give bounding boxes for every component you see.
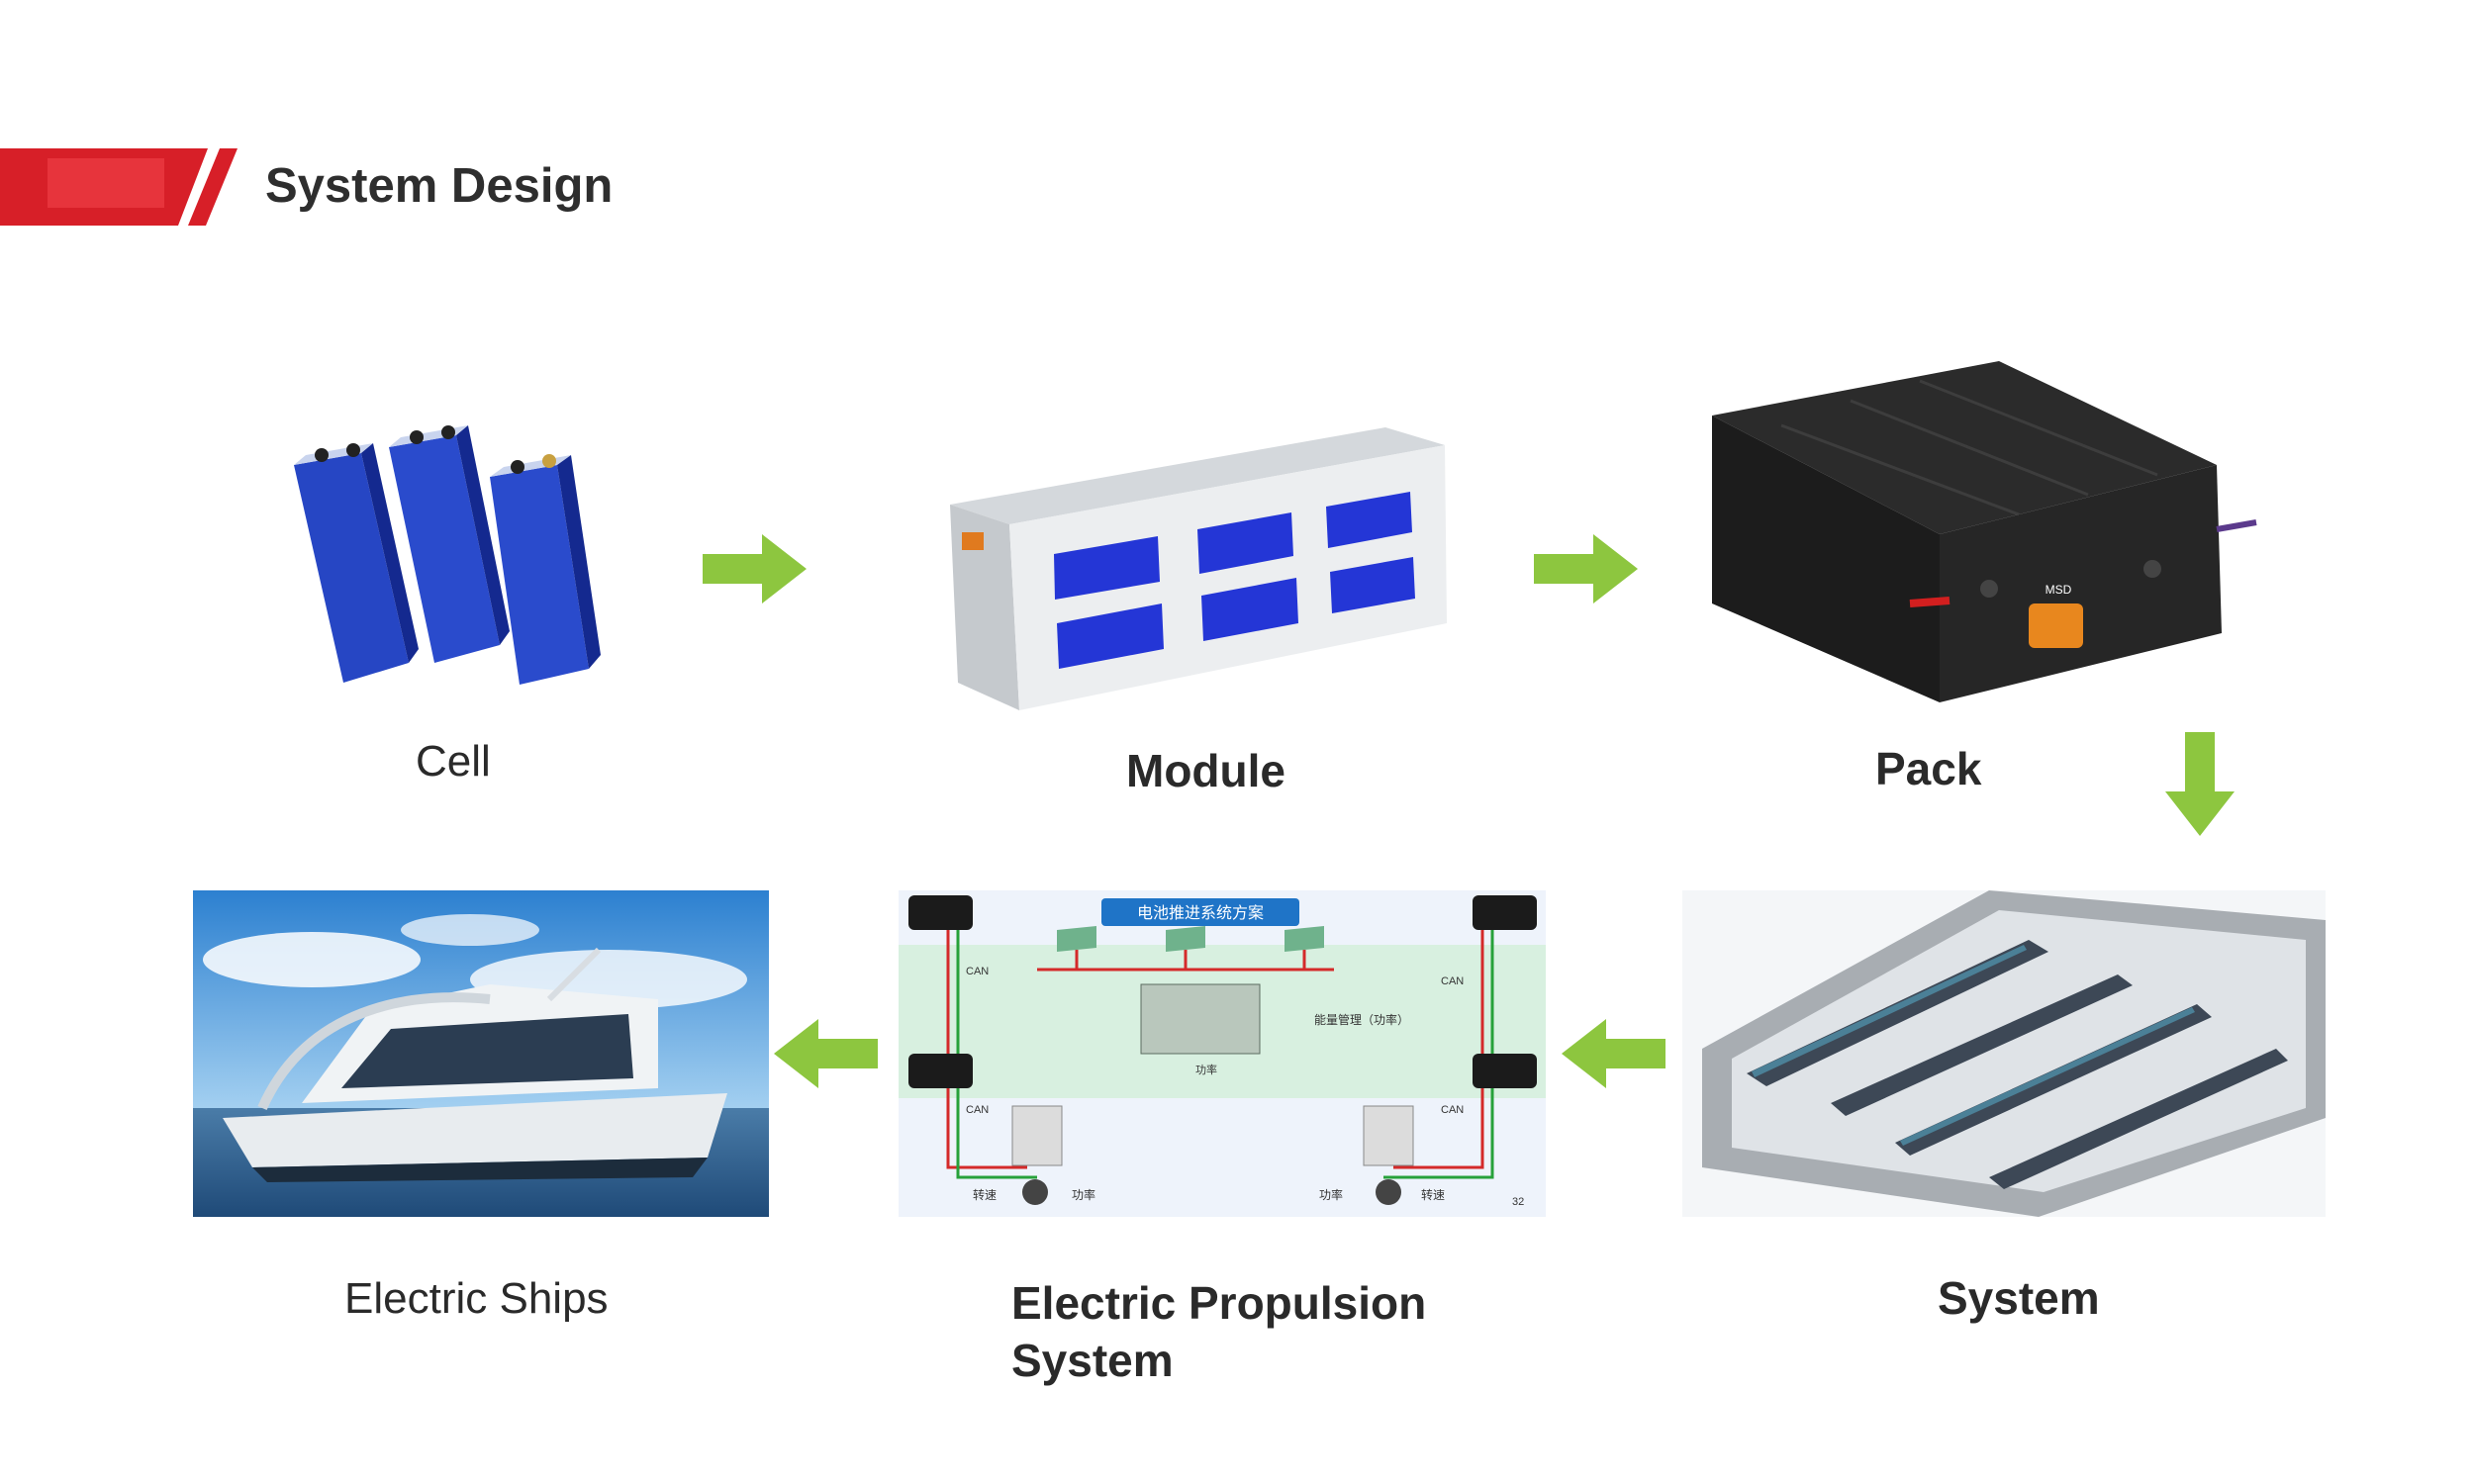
stage-label-propulsion-line2: System [1011, 1335, 1174, 1386]
stage-label-pack: Pack [1875, 743, 1982, 794]
can-label-3: CAN [966, 1104, 989, 1116]
arrow-right-icon [1534, 534, 1643, 608]
module-image [940, 425, 1455, 712]
can-label-1: CAN [966, 966, 989, 977]
arrow-down-icon [2165, 732, 2235, 841]
stage-label-system: System [1938, 1272, 2100, 1324]
system-image [1682, 890, 2326, 1217]
page-title: System Design [265, 159, 614, 213]
header-accent-bar [0, 148, 238, 226]
power-label-center: 功率 [1195, 1063, 1217, 1076]
diagram-page-number: 32 [1512, 1196, 1524, 1208]
can-label-2: CAN [1441, 975, 1464, 987]
stage-label-ships: Electric Ships [344, 1274, 609, 1323]
can-label-4: CAN [1441, 1104, 1464, 1116]
propulsion-diagram-title: 电池推进系统方案 [1137, 904, 1264, 922]
power-label-1: 功率 [1072, 1187, 1095, 1202]
energy-mgmt-label: 能量管理（功率） [1314, 1012, 1409, 1027]
propulsion-diagram-image: 电池推进系统方案 能量管理（功率） 功率 CAN CAN CAN CAN [899, 890, 1546, 1217]
electric-ship-image [193, 890, 769, 1217]
stage-label-cell: Cell [416, 737, 491, 786]
pack-image: MSD [1702, 356, 2276, 722]
arrow-left-icon [774, 1019, 883, 1093]
speed-label-1: 转速 [973, 1187, 997, 1202]
arrow-left-icon [1562, 1019, 1670, 1093]
stage-label-module: Module [1126, 745, 1285, 796]
pack-msd-label: MSD [2046, 583, 2072, 597]
speed-label-2: 转速 [1421, 1187, 1445, 1202]
cell-image [282, 425, 638, 712]
arrow-right-icon [703, 534, 811, 608]
power-label-2: 功率 [1319, 1187, 1343, 1202]
stage-label-propulsion-line1: Electric Propulsion [1011, 1277, 1427, 1329]
